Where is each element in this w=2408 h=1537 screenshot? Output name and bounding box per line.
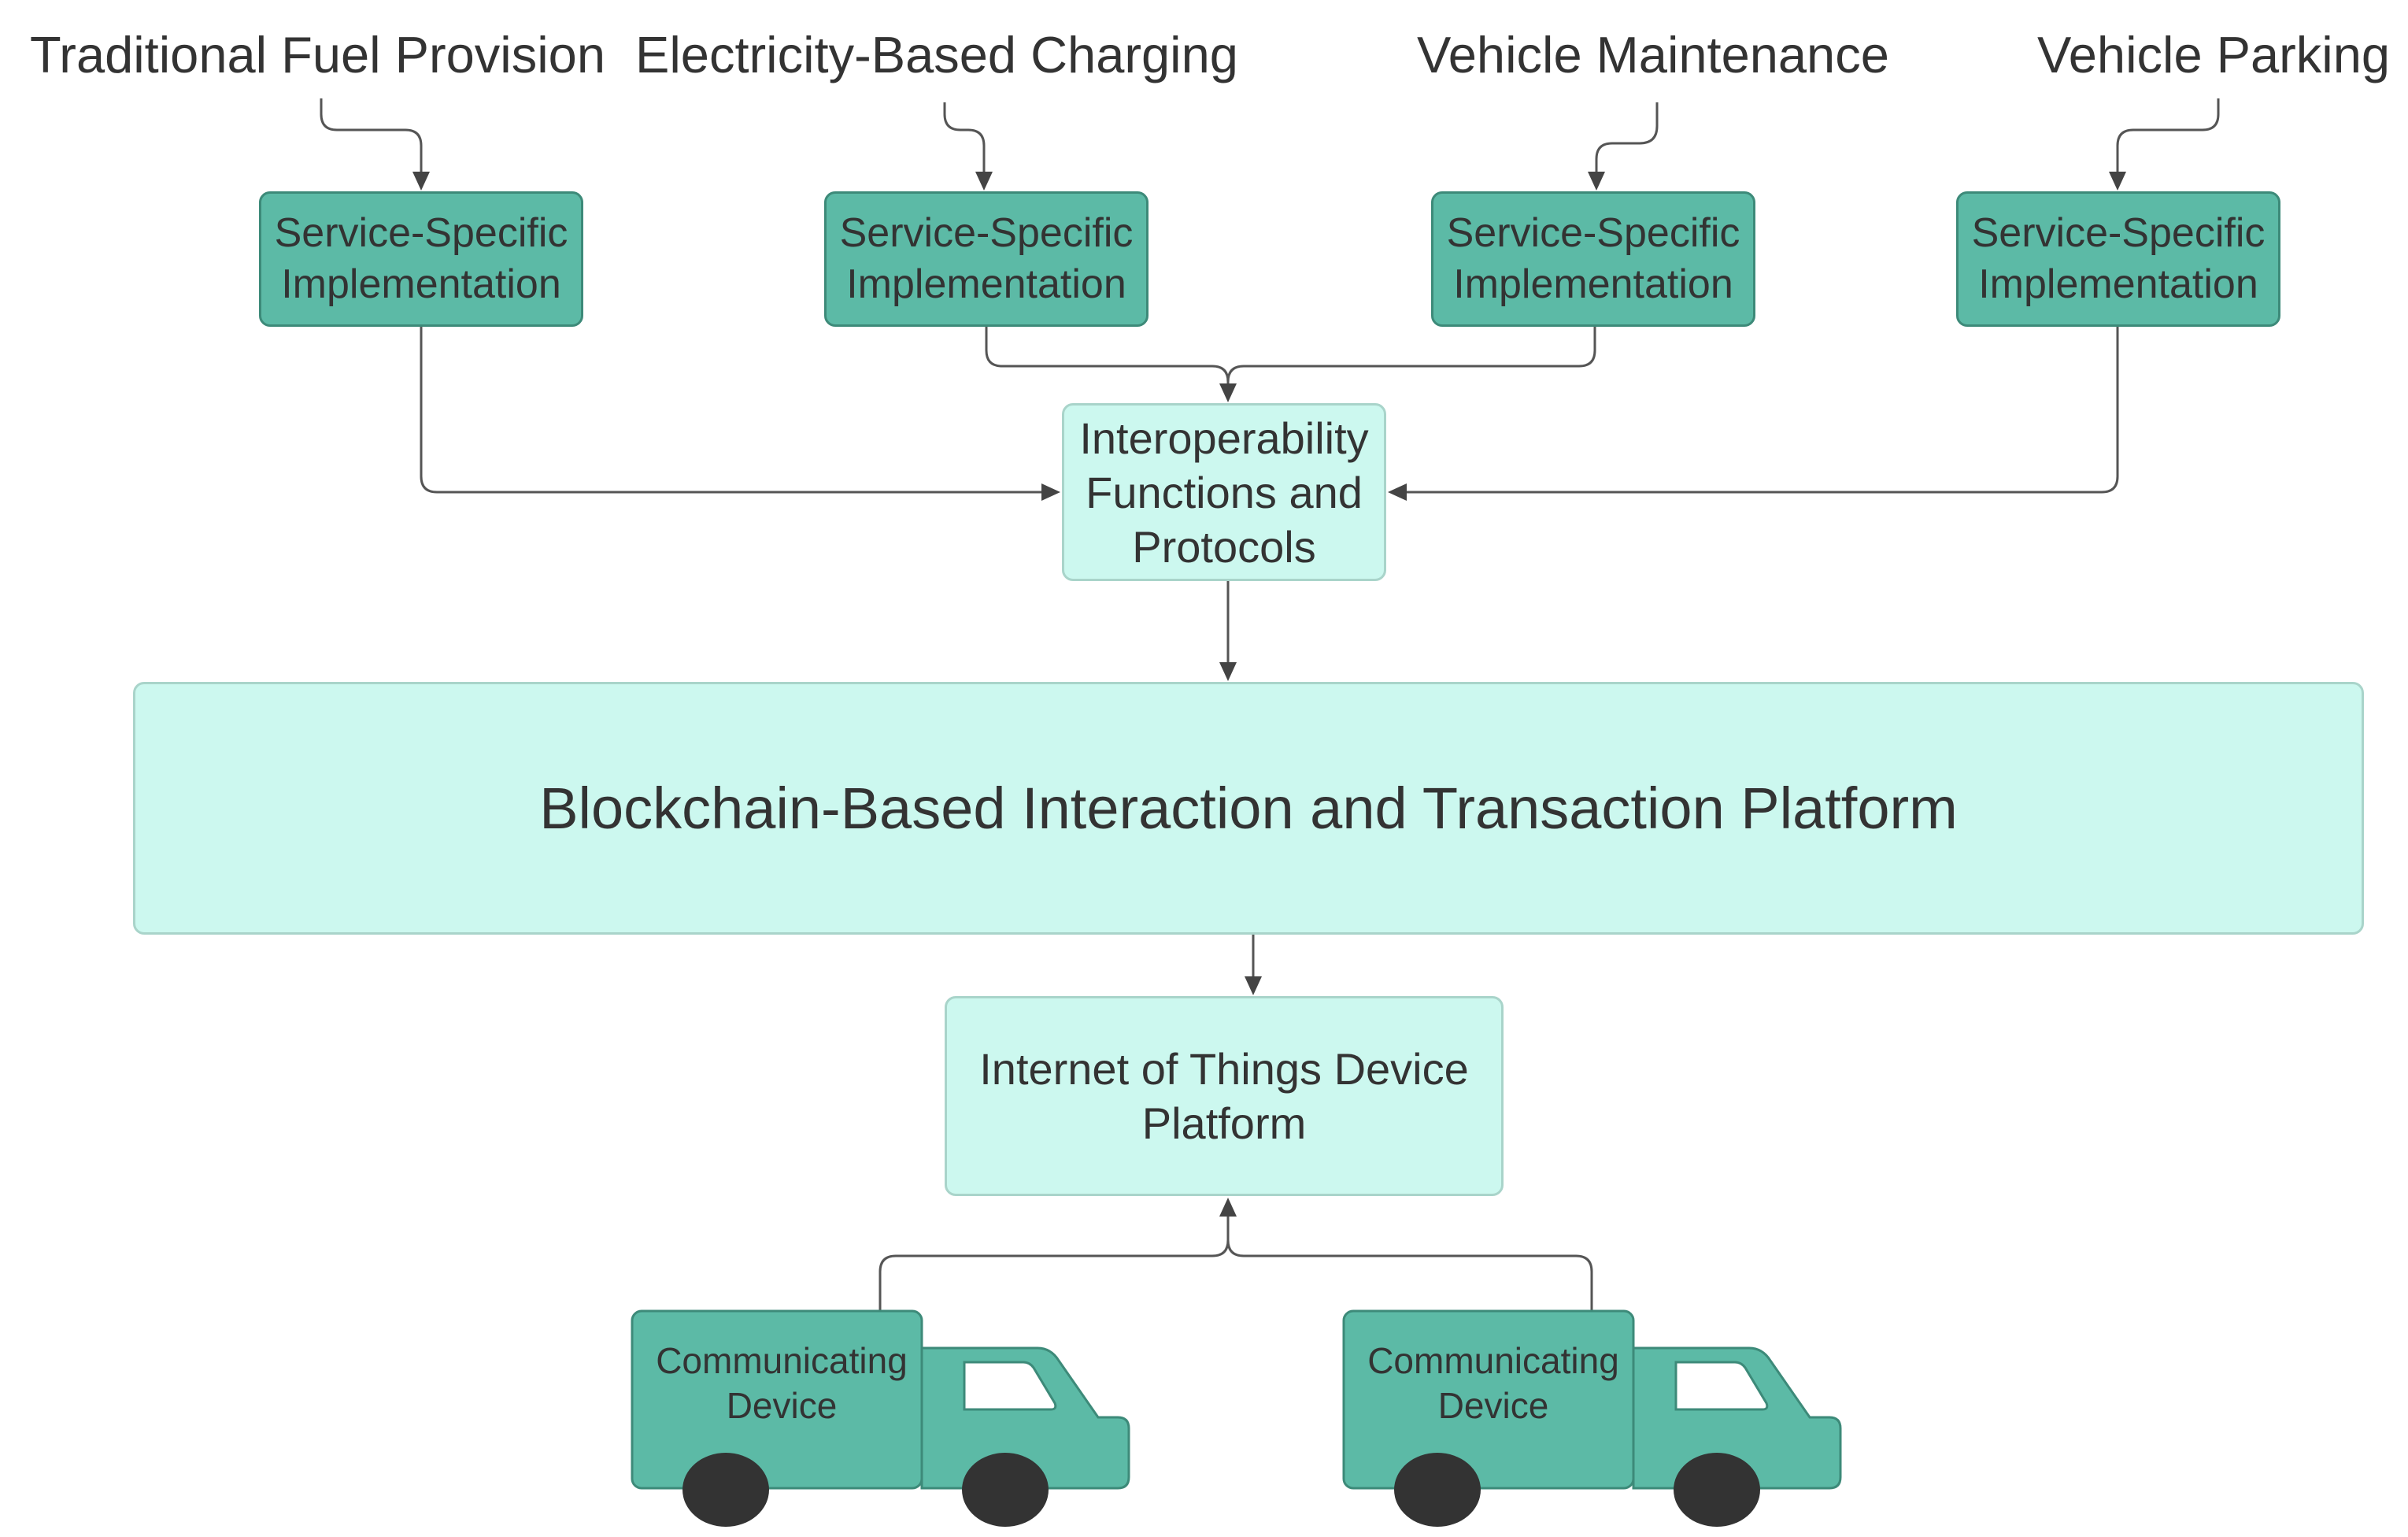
arrowhead-fuel-service: [412, 172, 430, 191]
label-electricity-charging: Electricity-Based Charging: [635, 26, 1238, 83]
connector-service-fuel-to-interop: [420, 327, 1055, 494]
arrowhead-interop-left: [1041, 483, 1060, 501]
arrowhead-iot-bottom: [1219, 1198, 1237, 1217]
arrowhead-iot-top: [1245, 976, 1262, 995]
service-box-charging: Service-Specific Implementation: [824, 191, 1149, 327]
connector-service-maintenance-to-interop: [1226, 327, 1596, 383]
interoperability-box: Interoperability Functions and Protocols: [1062, 403, 1386, 581]
connector-service-charging-to-interop: [985, 327, 1230, 398]
service-box-parking: Service-Specific Implementation: [1956, 191, 2280, 327]
arrowhead-charging-service: [975, 172, 993, 191]
connector-service-parking-to-interop: [1393, 327, 2119, 494]
service-box-maintenance: Service-Specific Implementation: [1431, 191, 1755, 327]
device-label-right: Communicating Device: [1367, 1340, 1619, 1426]
label-traditional-fuel: Traditional Fuel Provision: [30, 26, 605, 83]
label-vehicle-maintenance: Vehicle Maintenance: [1417, 26, 1889, 83]
connector-truck-left-to-iot: [878, 1202, 1230, 1311]
connector-fuel-to-service: [320, 98, 423, 187]
arrowhead-platform: [1219, 662, 1237, 681]
connector-maintenance-to-service: [1595, 102, 1659, 187]
arrowhead-interop-top: [1219, 383, 1237, 402]
label-vehicle-parking: Vehicle Parking: [2037, 26, 2391, 83]
connector-parking-to-service: [2116, 98, 2220, 187]
arrowhead-maintenance-service: [1588, 172, 1605, 191]
iot-platform-box: Internet of Things Device Platform: [945, 996, 1504, 1196]
connector-truck-right-to-iot: [1226, 1239, 1593, 1311]
connector-charging-to-service: [943, 102, 986, 187]
arrowhead-interop-right: [1388, 483, 1407, 501]
blockchain-platform-box: Blockchain-Based Interaction and Transac…: [133, 682, 2364, 935]
device-label-left: Communicating Device: [656, 1340, 908, 1426]
arrowhead-parking-service: [2109, 172, 2126, 191]
service-box-fuel: Service-Specific Implementation: [259, 191, 583, 327]
truck-icon-right: [1342, 1309, 1842, 1527]
truck-icon-left: [631, 1309, 1130, 1527]
